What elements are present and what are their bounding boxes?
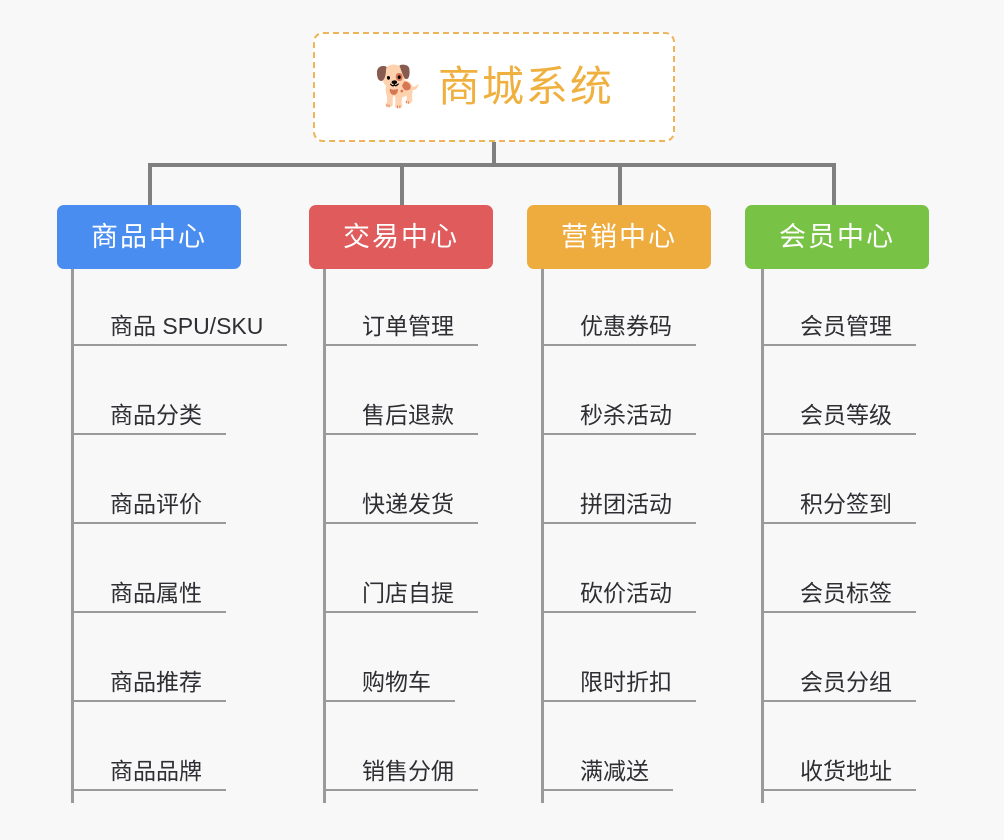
drop-connector-4 — [832, 163, 836, 205]
leaf-item-2-1[interactable]: 订单管理 — [326, 314, 478, 346]
branch-trunk-3 — [541, 269, 544, 803]
drop-connector-3 — [618, 163, 622, 205]
leaf-item-3-6[interactable]: 满减送 — [544, 759, 673, 791]
branch-trunk-4 — [761, 269, 764, 803]
leaf-item-3-5[interactable]: 限时折扣 — [544, 670, 696, 702]
drop-connector-2 — [400, 163, 404, 205]
category-box-3[interactable]: 营销中心 — [527, 205, 711, 269]
branch-trunk-2 — [323, 269, 326, 803]
leaf-label: 门店自提 — [362, 580, 454, 606]
leaf-label: 限时折扣 — [580, 669, 672, 695]
leaf-item-1-2[interactable]: 商品分类 — [74, 403, 226, 435]
leaf-label: 商品属性 — [110, 580, 202, 606]
leaf-item-1-6[interactable]: 商品品牌 — [74, 759, 226, 791]
leaf-label: 商品品牌 — [110, 758, 202, 784]
leaf-label: 购物车 — [362, 669, 431, 695]
leaf-label: 销售分佣 — [362, 758, 454, 784]
leaf-label: 商品推荐 — [110, 669, 202, 695]
leaf-item-2-4[interactable]: 门店自提 — [326, 581, 478, 613]
leaf-label: 快递发货 — [362, 491, 454, 517]
leaf-label: 收货地址 — [800, 758, 892, 784]
shiba-inu-dog-face-icon: 🐕 — [374, 65, 424, 109]
leaf-item-1-5[interactable]: 商品推荐 — [74, 670, 226, 702]
category-box-2[interactable]: 交易中心 — [309, 205, 493, 269]
root-node-title: 商城系统 — [437, 63, 614, 110]
leaf-label: 商品分类 — [110, 402, 202, 428]
leaf-item-3-3[interactable]: 拼团活动 — [544, 492, 696, 524]
leaf-label: 售后退款 — [362, 402, 454, 428]
leaf-item-4-4[interactable]: 会员标签 — [764, 581, 916, 613]
leaf-item-2-2[interactable]: 售后退款 — [326, 403, 478, 435]
leaf-label: 满减送 — [580, 758, 649, 784]
leaf-label: 商品评价 — [110, 491, 202, 517]
leaf-label: 优惠券码 — [580, 313, 672, 339]
leaf-label: 秒杀活动 — [580, 402, 672, 428]
category-label-2: 交易中心 — [343, 221, 459, 252]
leaf-label: 会员等级 — [800, 402, 892, 428]
root-node[interactable]: 🐕 商城系统 — [313, 32, 675, 142]
category-label-1: 商品中心 — [91, 221, 207, 252]
leaf-item-3-1[interactable]: 优惠券码 — [544, 314, 696, 346]
leaf-item-1-3[interactable]: 商品评价 — [74, 492, 226, 524]
category-label-4: 会员中心 — [779, 221, 895, 252]
leaf-item-4-3[interactable]: 积分签到 — [764, 492, 916, 524]
leaf-item-2-6[interactable]: 销售分佣 — [326, 759, 478, 791]
leaf-item-3-2[interactable]: 秒杀活动 — [544, 403, 696, 435]
leaf-label: 会员标签 — [800, 580, 892, 606]
leaf-item-2-5[interactable]: 购物车 — [326, 670, 455, 702]
leaf-label: 订单管理 — [362, 313, 454, 339]
drop-connector-1 — [148, 163, 152, 205]
category-box-1[interactable]: 商品中心 — [57, 205, 241, 269]
leaf-label: 会员管理 — [800, 313, 892, 339]
leaf-item-1-4[interactable]: 商品属性 — [74, 581, 226, 613]
branch-trunk-1 — [71, 269, 74, 803]
leaf-item-4-6[interactable]: 收货地址 — [764, 759, 916, 791]
leaf-item-3-4[interactable]: 砍价活动 — [544, 581, 696, 613]
category-label-3: 营销中心 — [561, 221, 677, 252]
leaf-label: 积分签到 — [800, 491, 892, 517]
category-bus-connector — [148, 163, 836, 167]
leaf-label: 砍价活动 — [580, 580, 672, 606]
leaf-item-4-5[interactable]: 会员分组 — [764, 670, 916, 702]
leaf-label: 会员分组 — [800, 669, 892, 695]
leaf-item-2-3[interactable]: 快递发货 — [326, 492, 478, 524]
leaf-label: 商品 SPU/SKU — [110, 313, 264, 339]
leaf-item-4-1[interactable]: 会员管理 — [764, 314, 916, 346]
leaf-label: 拼团活动 — [580, 491, 672, 517]
category-box-4[interactable]: 会员中心 — [745, 205, 929, 269]
leaf-item-1-1[interactable]: 商品 SPU/SKU — [74, 313, 288, 346]
root-stem-connector — [492, 142, 496, 166]
leaf-item-4-2[interactable]: 会员等级 — [764, 403, 916, 435]
